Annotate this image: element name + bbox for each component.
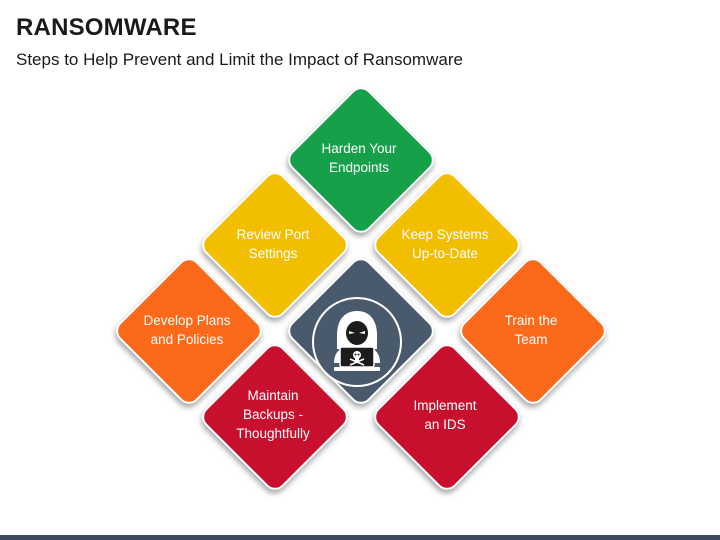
label-line: Endpoints (328, 160, 390, 175)
page-title: RANSOMWARE (16, 14, 197, 41)
label-maintain-backups: Maintain Backups - Thoughtfully (218, 386, 328, 443)
label-line: Maintain (247, 388, 299, 403)
label-line: an IDS (424, 417, 466, 432)
label-line: Team (514, 332, 548, 347)
page-subtitle: Steps to Help Prevent and Limit the Impa… (16, 50, 463, 69)
label-implement-ids: Implement an IDS (390, 396, 500, 434)
label-line: Implement (413, 398, 477, 413)
label-review-port-settings: Review Port Settings (218, 225, 328, 263)
label-develop-plans: Develop Plans and Policies (132, 311, 242, 349)
label-harden-endpoints: Harden Your Endpoints (304, 139, 414, 177)
label-line: Backups - (242, 407, 304, 422)
hacker-laptop-icon (334, 311, 380, 371)
label-line: Keep Systems (401, 227, 489, 242)
label-line: and Policies (150, 332, 224, 347)
bottom-accent-bar (0, 535, 720, 540)
label-line: Develop Plans (143, 313, 231, 328)
label-line: Harden Your (321, 141, 397, 156)
label-line: Settings (248, 246, 298, 261)
label-line: Up-to-Date (411, 246, 479, 261)
label-keep-systems-up-to-date: Keep Systems Up-to-Date (390, 225, 500, 263)
label-line: Review Port (236, 227, 310, 242)
label-line: Thoughtfully (236, 426, 310, 441)
label-train-the-team: Train the Team (476, 311, 586, 349)
label-line: Train the (504, 313, 558, 328)
